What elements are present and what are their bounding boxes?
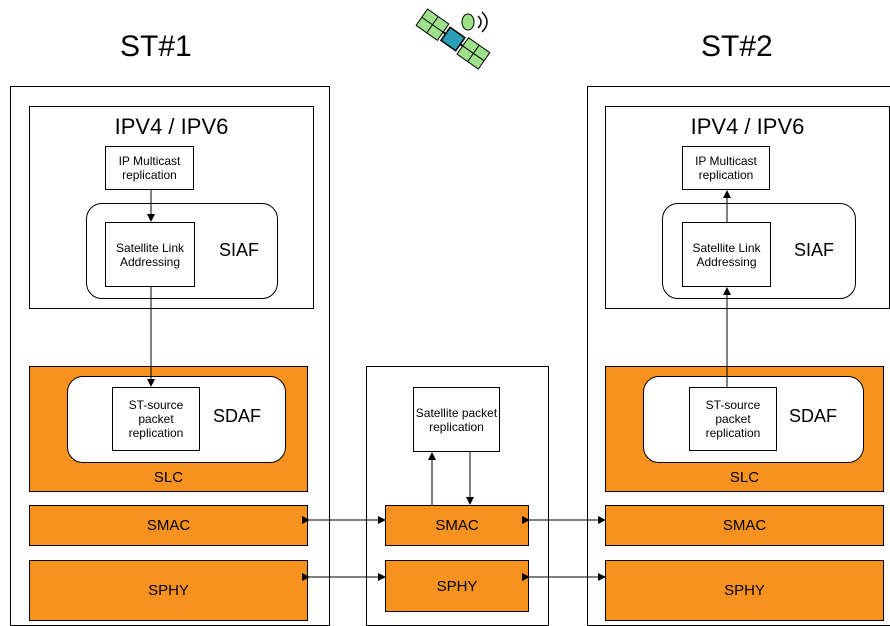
st1-smac-layer: SMAC [29,505,308,546]
satellite-sphy-layer: SPHY [385,560,529,612]
st2-title: ST#2 [701,30,773,63]
st2-sdaf-label: SDAF [789,406,838,426]
st2-ip-title: IPV4 / IPV6 [690,114,805,139]
st2-smac-layer: SMAC [605,505,884,546]
st1-st-source-box: ST-source packet replication [112,387,200,451]
satellite-packet-replication-box: Satellite packet replication [413,387,500,452]
st2-st-source-label: ST-source packet replication [705,398,761,440]
st1-satellite-link-label: Satellite Link Addressing [115,240,185,269]
st1-satellite-link-box: Satellite Link Addressing [105,222,195,287]
st2-sphy-layer: SPHY [605,560,884,621]
st2-satellite-link-label: Satellite Link Addressing [692,240,761,269]
st1-sdaf-label: SDAF [213,406,262,426]
st1-title: ST#1 [120,30,192,63]
st1-ip-title: IPV4 / IPV6 [114,114,229,139]
st1-ip-multicast-box: IP Multicast replication [105,146,194,190]
st1-slc-label: SLC [153,468,184,486]
st2-slc-label: SLC [729,468,760,486]
satellite-smac-layer: SMAC [385,505,529,546]
st2-siaf-label: SIAF [794,240,835,260]
st1-ip-multicast-label: IP Multicast replication [118,154,181,182]
satellite-packet-replication-label: Satellite packet replication [415,405,498,434]
st1-st-source-label: ST-source packet replication [128,398,184,440]
st1-siaf-label: SIAF [219,240,260,260]
st2-st-source-box: ST-source packet replication [689,387,777,451]
st2-ip-multicast-label: IP Multicast replication [695,154,757,182]
st2-ip-multicast-box: IP Multicast replication [682,146,770,190]
st2-satellite-link-box: Satellite Link Addressing [682,222,771,287]
st1-sphy-layer: SPHY [29,560,308,621]
satellite-icon [408,8,500,74]
